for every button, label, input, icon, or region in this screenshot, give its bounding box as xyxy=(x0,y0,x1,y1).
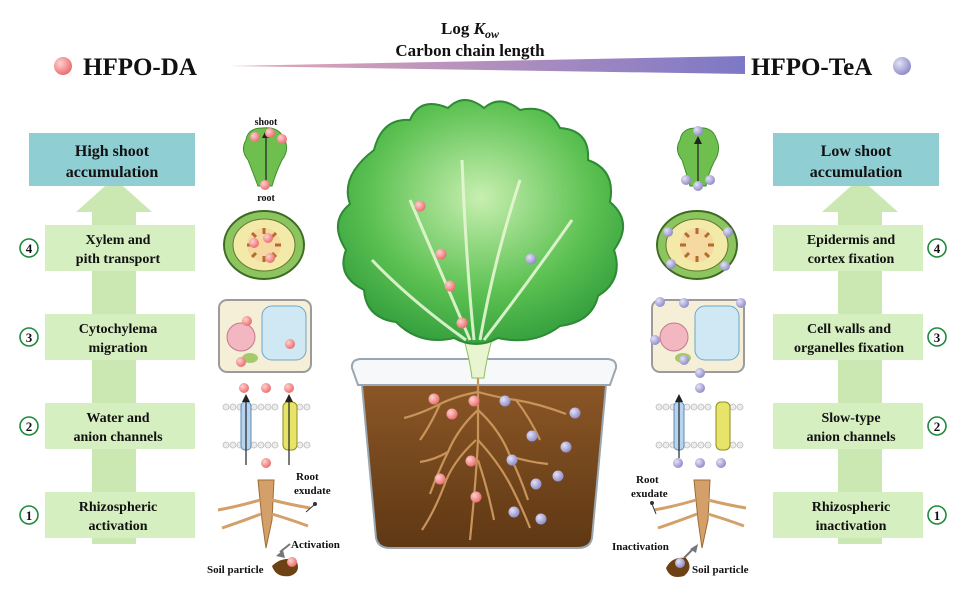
left-step-3: Cytochylema migration xyxy=(45,314,195,360)
left-soil-particle-label: Soil particle xyxy=(207,564,264,576)
pot-soil xyxy=(360,384,608,549)
svg-text:4: 4 xyxy=(26,241,33,256)
lettuce-roots xyxy=(403,372,567,541)
right-seedling xyxy=(676,126,720,191)
left-panel: High shoot accumulation Xylem and pith t… xyxy=(19,133,195,544)
left-seedling: shoot root xyxy=(242,117,288,204)
svg-text:organelles fixation: organelles fixation xyxy=(794,341,904,356)
right-stem-cross-section xyxy=(656,210,738,280)
svg-text:2: 2 xyxy=(934,419,941,434)
left-title-line1: High shoot xyxy=(75,143,150,160)
svg-text:1: 1 xyxy=(26,508,33,523)
inactivation-label: Inactivation xyxy=(612,541,669,553)
right-plant-cell xyxy=(650,297,746,378)
right-title-line2: accumulation xyxy=(810,164,903,181)
right-root-exudate-line2: exudate xyxy=(631,488,668,500)
svg-text:Water and: Water and xyxy=(86,411,149,426)
left-step-1: Rhizospheric activation xyxy=(45,492,195,538)
svg-text:Rhizospheric: Rhizospheric xyxy=(79,500,158,515)
left-step-2: Water and anion channels xyxy=(45,403,195,449)
svg-text:migration: migration xyxy=(88,341,147,356)
right-title-line1: Low shoot xyxy=(821,143,892,160)
activation-label: Activation xyxy=(291,539,340,551)
hfpo-tea-label: HFPO-TeA xyxy=(751,54,872,81)
lettuce-head xyxy=(337,99,624,345)
right-title-box xyxy=(773,133,939,186)
right-soil-particle-label: Soil particle xyxy=(692,564,749,576)
root-label: root xyxy=(257,193,275,204)
left-root-tip: Root exudate Activation Soil particle xyxy=(207,471,340,577)
hfpo-da-legend-dot xyxy=(54,57,72,75)
kow-label: Log Kow xyxy=(441,19,500,41)
left-stem-cross-section xyxy=(223,210,305,280)
left-membrane xyxy=(222,383,311,468)
right-panel: Low shoot accumulation Epidermis and cor… xyxy=(773,133,947,544)
svg-text:Epidermis and: Epidermis and xyxy=(807,233,896,248)
left-title-box xyxy=(29,133,195,186)
right-step-3: Cell walls and organelles fixation xyxy=(773,314,923,360)
svg-text:cortex fixation: cortex fixation xyxy=(808,252,895,267)
lettuce-veins xyxy=(370,159,574,342)
shoot-label: shoot xyxy=(255,117,278,128)
right-step-numbers: 4 3 2 1 xyxy=(927,238,947,525)
svg-text:Cell walls and: Cell walls and xyxy=(807,322,891,337)
hfpo-tea-legend-dot xyxy=(893,57,911,75)
left-title-line2: accumulation xyxy=(66,164,159,181)
right-membrane xyxy=(655,383,744,468)
carbon-chain-label: Carbon chain length xyxy=(395,41,545,60)
right-illustrations: Root exudate Inactivation Soil particle xyxy=(612,126,749,577)
right-step-4: Epidermis and cortex fixation xyxy=(773,225,923,271)
svg-text:4: 4 xyxy=(934,241,941,256)
svg-text:1: 1 xyxy=(934,508,941,523)
svg-text:3: 3 xyxy=(26,330,33,345)
svg-text:anion channels: anion channels xyxy=(73,430,163,445)
left-root-exudate-line2: exudate xyxy=(294,485,331,497)
right-root-exudate-line1: Root xyxy=(636,474,659,486)
lettuce-pot xyxy=(337,99,624,549)
svg-text:inactivation: inactivation xyxy=(816,519,887,534)
left-step-4: Xylem and pith transport xyxy=(45,225,195,271)
header: Log Kow Carbon chain length HFPO-DA HFPO… xyxy=(54,19,911,81)
svg-text:2: 2 xyxy=(26,419,33,434)
left-step-numbers: 4 3 2 1 xyxy=(19,238,39,525)
svg-text:pith transport: pith transport xyxy=(76,252,161,267)
gradient-wedge xyxy=(228,56,745,74)
svg-text:Rhizospheric: Rhizospheric xyxy=(812,500,891,515)
right-step-2: Slow-type anion channels xyxy=(773,403,923,449)
svg-text:Slow-type: Slow-type xyxy=(821,411,880,426)
hfpo-da-label: HFPO-DA xyxy=(83,54,197,81)
left-root-exudate-line1: Root xyxy=(296,471,319,483)
right-root-tip: Root exudate Inactivation Soil particle xyxy=(612,474,749,577)
svg-text:Xylem and: Xylem and xyxy=(86,233,151,248)
left-plant-cell xyxy=(218,299,312,373)
svg-text:anion channels: anion channels xyxy=(806,430,896,445)
left-illustrations: shoot root xyxy=(207,117,340,577)
svg-text:activation: activation xyxy=(88,519,147,534)
right-step-1: Rhizospheric inactivation xyxy=(773,492,923,538)
svg-text:Cytochylema: Cytochylema xyxy=(79,322,158,337)
svg-text:3: 3 xyxy=(934,330,941,345)
